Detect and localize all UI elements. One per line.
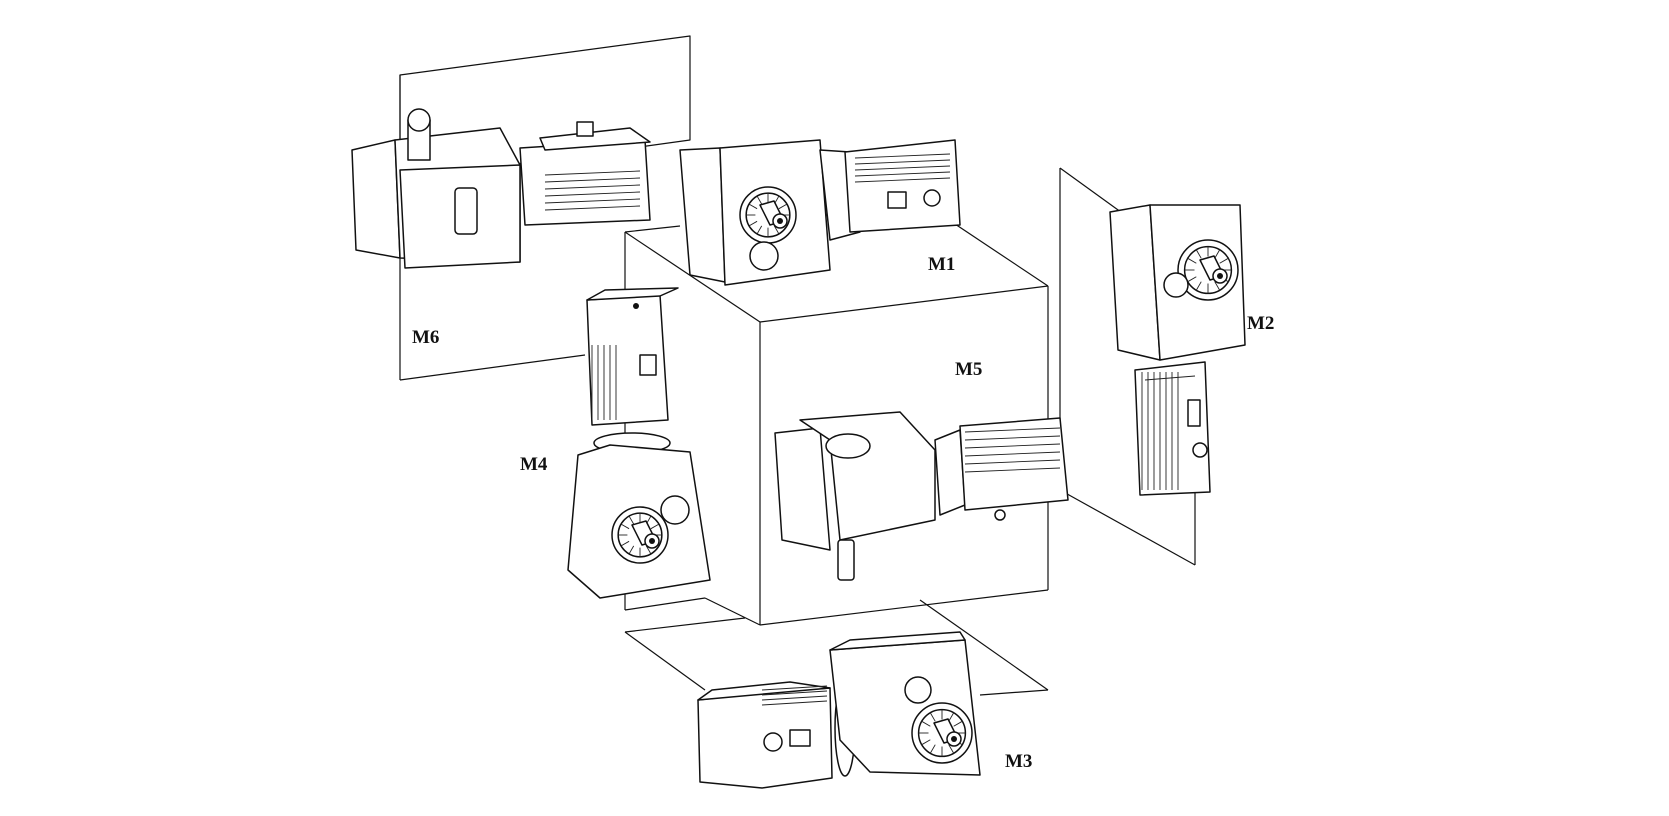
plane-m3 bbox=[624, 599, 1049, 696]
output-hub-icon bbox=[611, 506, 669, 564]
gear-motor-m5 bbox=[774, 411, 1069, 581]
label-m1: M1 bbox=[928, 254, 956, 275]
gear-motor-m3 bbox=[697, 631, 981, 789]
output-hub-icon bbox=[1177, 239, 1239, 301]
output-hub-icon bbox=[911, 702, 973, 764]
label-m3: M3 bbox=[1005, 751, 1033, 772]
label-m6: M6 bbox=[412, 327, 440, 348]
gear-motor-m4 bbox=[567, 287, 711, 599]
gear-motor-m1 bbox=[679, 139, 961, 286]
gear-motor-m6 bbox=[351, 108, 651, 269]
label-m5: M5 bbox=[955, 359, 983, 380]
label-m4: M4 bbox=[520, 454, 548, 475]
label-m2: M2 bbox=[1247, 313, 1275, 334]
gear-motor-m2 bbox=[1109, 204, 1246, 496]
output-hub-icon bbox=[739, 186, 797, 244]
